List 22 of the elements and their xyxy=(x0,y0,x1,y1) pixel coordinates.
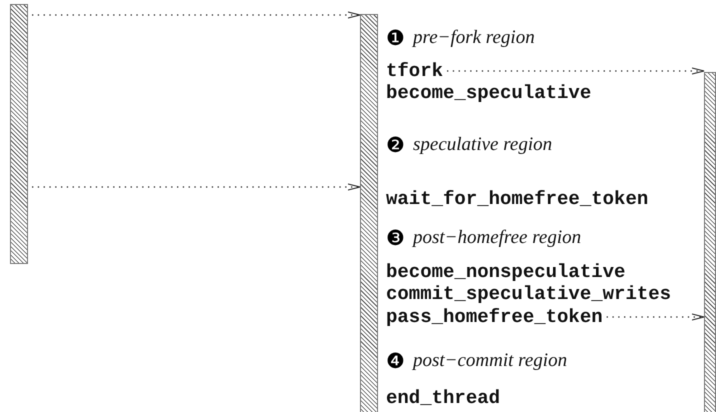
region-caption: speculative region xyxy=(413,134,552,156)
code-statement: become_speculative xyxy=(386,82,592,104)
code-statement: pass_homefree_token xyxy=(386,306,603,328)
region-caption: post−commit region xyxy=(413,350,568,372)
code-statement: commit_speculative_writes xyxy=(386,283,672,305)
arrow xyxy=(606,314,704,320)
code-statement: become_nonspeculative xyxy=(386,261,626,283)
region-caption: pre−fork region xyxy=(413,27,535,49)
thread-bar xyxy=(704,72,716,412)
region-number: ❸ xyxy=(386,227,405,249)
code-statement: end_thread xyxy=(386,387,500,409)
code-statement: tfork xyxy=(386,60,444,82)
arrow xyxy=(447,68,704,74)
thread-bar xyxy=(10,4,28,264)
arrow xyxy=(32,12,360,18)
arrow xyxy=(32,184,360,190)
thread-bar xyxy=(360,14,378,412)
region-number: ❶ xyxy=(386,27,405,49)
region-caption: post−homefree region xyxy=(413,227,582,249)
region-number: ❹ xyxy=(386,350,405,372)
code-statement: wait_for_homefree_token xyxy=(386,188,648,210)
region-number: ❷ xyxy=(386,134,405,156)
